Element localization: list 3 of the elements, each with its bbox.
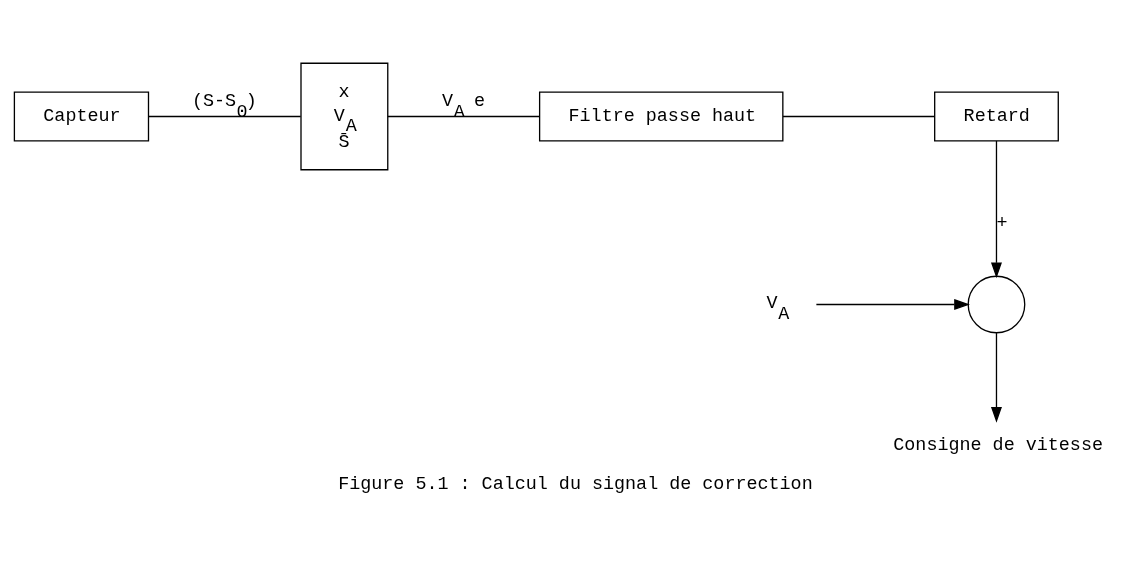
caption: Figure 5.1 : Calcul du signal de correction <box>338 473 813 495</box>
node-text: Consigne de vitesse <box>893 434 1103 456</box>
edge-label: + <box>996 212 1008 234</box>
